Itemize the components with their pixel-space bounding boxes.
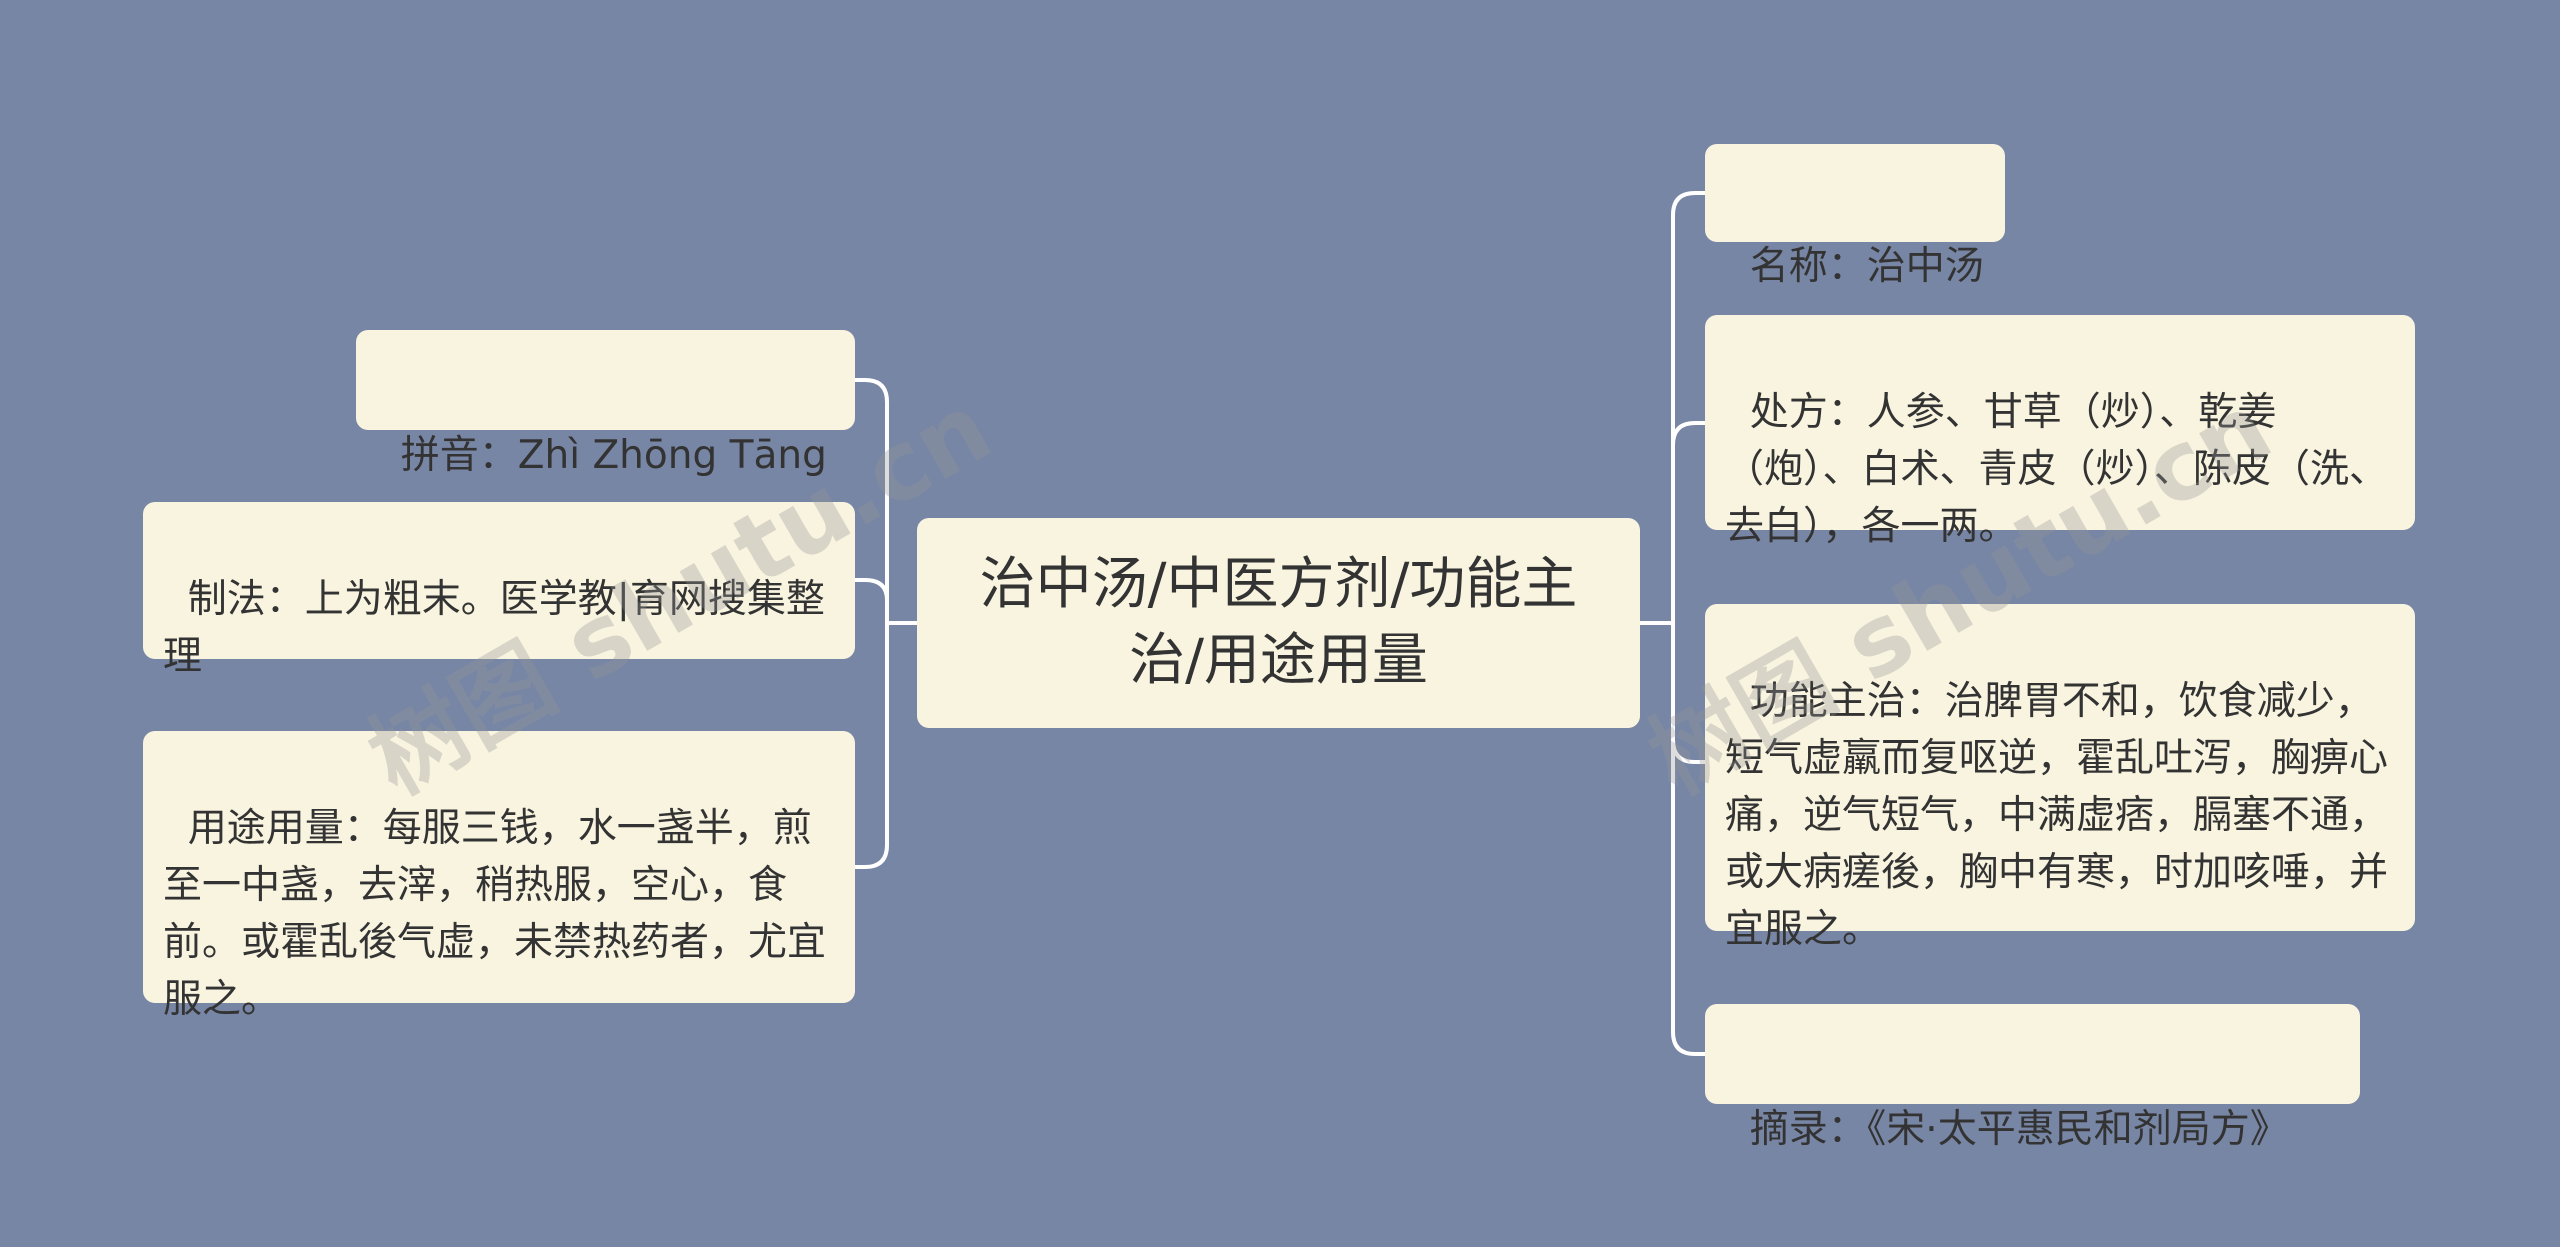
node-preparation-text: 制法：上为粗末。医学教|育网搜集整理 xyxy=(163,577,825,679)
node-prescription[interactable]: 处方：人参、甘草（炒）、乾姜（炮）、白术、青皮（炒）、陈皮（洗、去白），各一两。 xyxy=(1705,315,2415,549)
node-excerpt-text: 摘录：《宋·太平惠民和剂局方》 xyxy=(1749,1107,2289,1152)
node-indications[interactable]: 功能主治：治脾胃不和，饮食减少，短气虚羸而复呕逆，霍乱吐泻，胸痹心痛，逆气短气，… xyxy=(1705,604,2415,952)
node-prescription-text: 处方：人参、甘草（炒）、乾姜（炮）、白术、青皮（炒）、陈皮（洗、去白），各一两。 xyxy=(1725,390,2389,549)
node-indications-text: 功能主治：治脾胃不和，饮食减少，短气虚羸而复呕逆，霍乱吐泻，胸痹心痛，逆气短气，… xyxy=(1725,679,2389,952)
node-pinyin-text: 拼音：Zhì Zhōng Tāng xyxy=(400,433,827,478)
node-preparation[interactable]: 制法：上为粗末。医学教|育网搜集整理 xyxy=(143,502,855,679)
connector-left-3 xyxy=(853,621,889,869)
connector-right-3 xyxy=(1671,621,1707,764)
node-name[interactable]: 名称：治中汤 xyxy=(1705,144,2005,289)
node-pinyin[interactable]: 拼音：Zhì Zhōng Tāng xyxy=(356,330,855,478)
root-title: 治中汤/中医方剂/功能主治/用途用量 xyxy=(979,552,1578,693)
connector-right-4 xyxy=(1671,621,1707,1056)
connector-right-2 xyxy=(1671,421,1707,625)
connector-left-2 xyxy=(853,578,889,625)
node-name-text: 名称：治中汤 xyxy=(1749,244,1984,289)
connector-left-1 xyxy=(853,378,889,625)
node-usage-dosage-text: 用途用量：每服三钱，水一盏半，煎至一中盏，去滓，稍热服，空心，食前。或霍乱後气虚… xyxy=(163,806,827,1022)
node-usage-dosage[interactable]: 用途用量：每服三钱，水一盏半，煎至一中盏，去滓，稍热服，空心，食前。或霍乱後气虚… xyxy=(143,731,855,1022)
root-node[interactable]: 治中汤/中医方剂/功能主治/用途用量 xyxy=(917,518,1640,728)
connector-right-1 xyxy=(1671,191,1707,625)
node-excerpt[interactable]: 摘录：《宋·太平惠民和剂局方》 xyxy=(1705,1004,2360,1152)
